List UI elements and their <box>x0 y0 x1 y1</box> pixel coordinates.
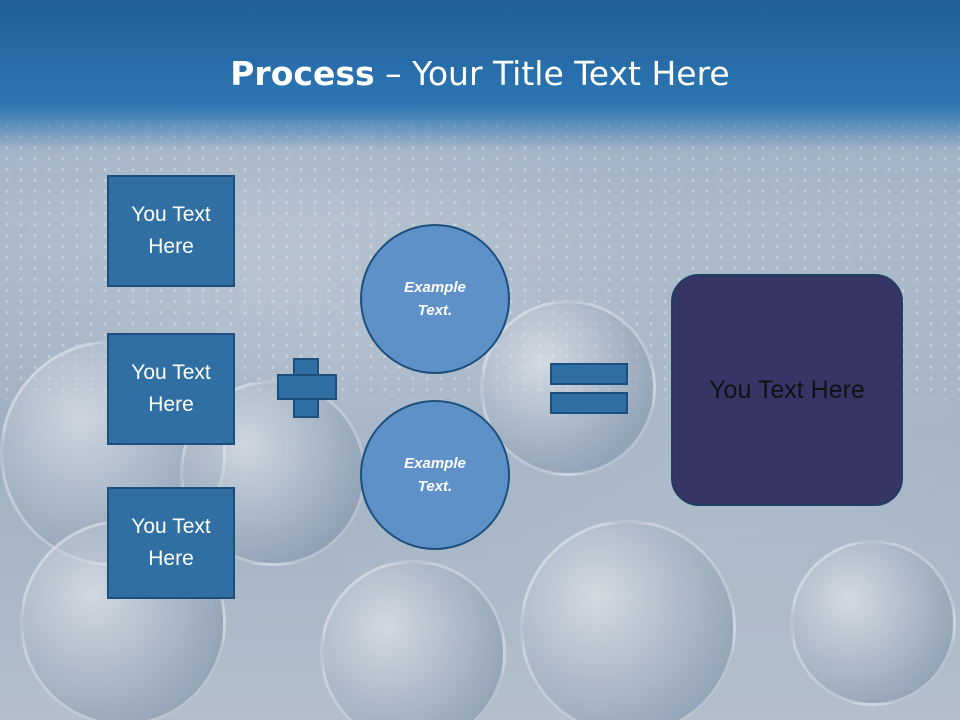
background-coin <box>520 520 736 720</box>
example-circle-2[interactable]: Example Text. <box>360 400 510 550</box>
title-rest: – Your Title Text Here <box>374 54 730 93</box>
example-circle-1[interactable]: Example Text. <box>360 224 510 374</box>
background-coin <box>320 560 506 720</box>
slide-title: Process – Your Title Text Here <box>0 54 960 93</box>
example-circle-2-label: Example Text. <box>404 455 466 495</box>
text-box-1[interactable]: You Text Here <box>107 175 235 287</box>
text-box-3[interactable]: You Text Here <box>107 487 235 599</box>
title-bold: Process <box>230 54 375 93</box>
background-coin <box>480 300 656 476</box>
background-coin <box>790 540 956 706</box>
text-box-2[interactable]: You Text Here <box>107 333 235 445</box>
example-circle-1-label: Example Text. <box>404 279 466 319</box>
result-box[interactable]: You Text Here <box>671 274 903 506</box>
title-bar: Process – Your Title Text Here <box>0 0 960 150</box>
